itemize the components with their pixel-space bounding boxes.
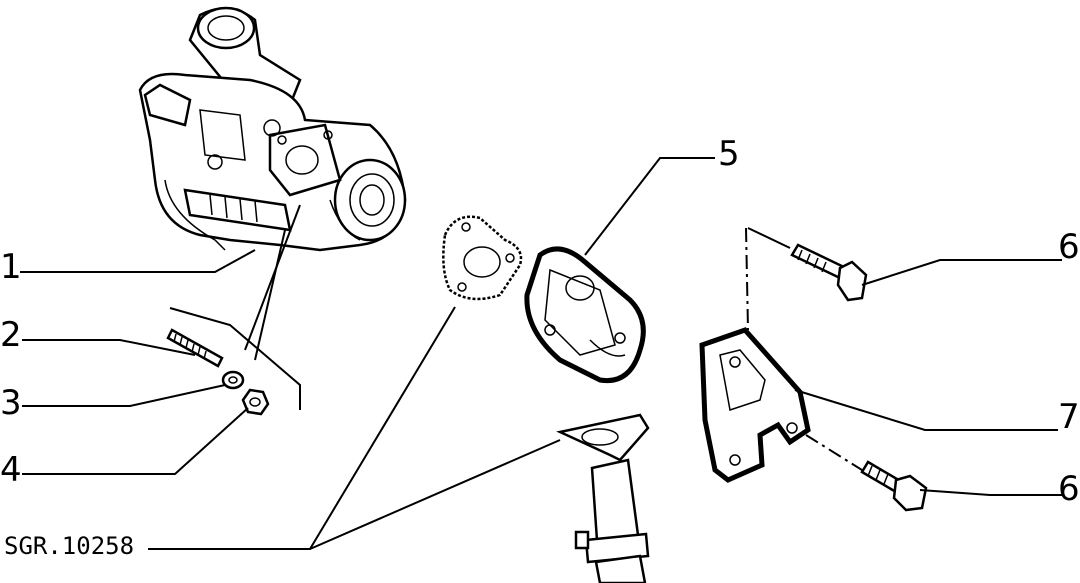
- leader-4: [22, 407, 249, 475]
- elbow-flange-drawing: [524, 246, 646, 384]
- leader-3: [22, 384, 226, 407]
- mount-outline: [169, 307, 301, 410]
- leader-1: [20, 249, 256, 273]
- turbocharger-drawing: [138, 6, 407, 252]
- guide-line-top-b: [747, 227, 791, 249]
- bolt-upper-drawing: [790, 243, 868, 302]
- leader-code-b: [309, 439, 561, 550]
- exhaust-pipe-drawing: [556, 413, 650, 583]
- callout-4: 4: [0, 450, 22, 490]
- stud-drawing: [166, 328, 224, 368]
- drawing-code: SGR.10258: [4, 532, 134, 560]
- bolt-lower-drawing: [860, 460, 928, 512]
- callout-6-lower: 6: [1058, 469, 1080, 509]
- callout-7: 7: [1058, 397, 1080, 437]
- callout-5: 5: [718, 134, 740, 174]
- guide-line-top: [745, 227, 749, 331]
- leader-5: [584, 157, 715, 256]
- leader-6-lower: [919, 489, 1062, 496]
- callout-6-upper: 6: [1058, 227, 1080, 267]
- leader-6-upper: [861, 259, 1062, 286]
- nut-drawing: [241, 388, 270, 416]
- heat-shield-drawing: [699, 327, 811, 483]
- guide-line-bottom: [805, 434, 871, 476]
- callout-3: 3: [0, 383, 22, 423]
- callout-1: 1: [0, 247, 22, 287]
- leader-1b: [254, 229, 286, 361]
- leader-2: [22, 339, 196, 356]
- leader-1c: [244, 204, 301, 351]
- gasket-drawing: [442, 215, 523, 301]
- leader-7: [794, 389, 1058, 431]
- washer-drawing: [221, 370, 245, 390]
- callout-2: 2: [0, 315, 22, 355]
